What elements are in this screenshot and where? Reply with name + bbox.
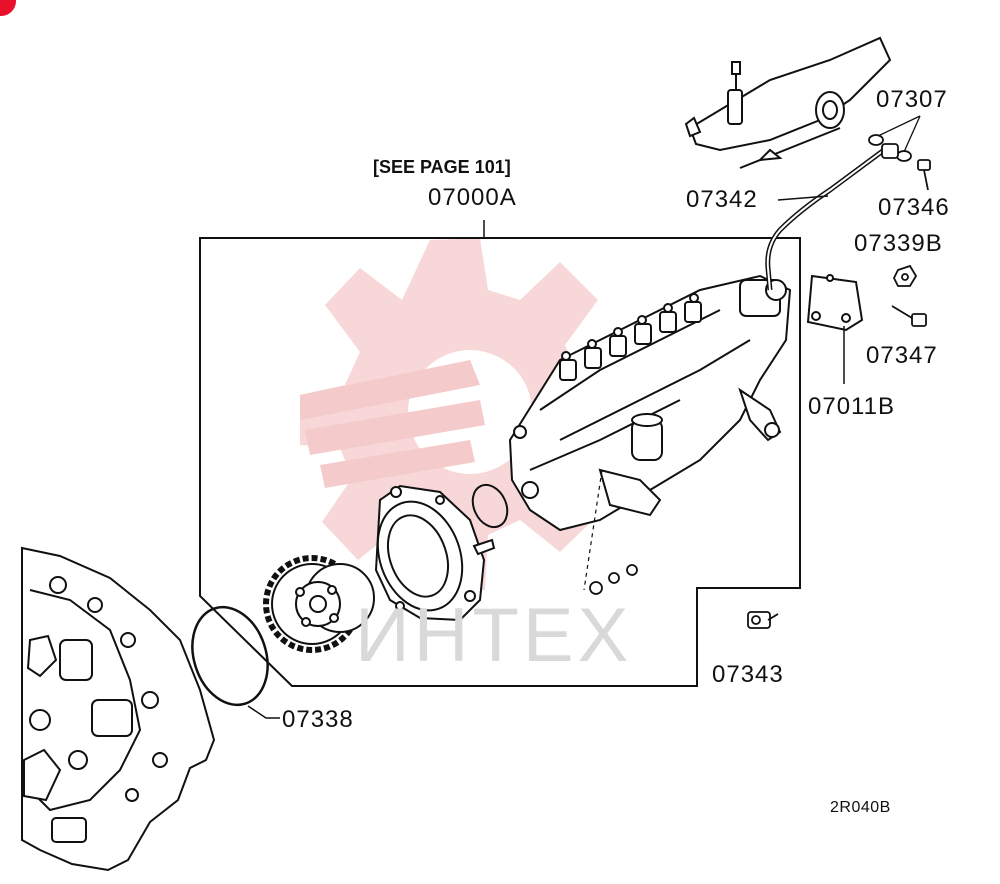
label-07000a: 07000A — [428, 184, 517, 211]
leader-07342 — [777, 195, 829, 201]
label-07011b: 07011B — [808, 393, 895, 420]
injection-pump — [508, 274, 792, 532]
timer-housing — [374, 484, 496, 622]
drive-gear — [263, 555, 375, 653]
eye-bolt-07343 — [747, 611, 779, 629]
label-07307: 07307 — [876, 86, 948, 113]
leader-07338 — [247, 705, 280, 719]
leader-07307-a — [877, 115, 921, 137]
watermark-text: ИНТЕХ — [355, 593, 633, 678]
fuel-pipe — [765, 147, 886, 291]
see-page-note: [SEE PAGE 101] — [373, 157, 511, 177]
label-07347: 07347 — [866, 342, 938, 369]
nut-07339b — [892, 264, 918, 287]
figure-code: 2R040B — [830, 799, 891, 816]
o-ring-small — [471, 483, 509, 529]
head-bracket — [684, 36, 892, 169]
label-07339b: 07339B — [854, 230, 943, 257]
leader-07307-b — [903, 115, 921, 153]
bolt-07347 — [891, 305, 927, 327]
label-07346: 07346 — [878, 194, 950, 221]
bracket-07011b — [806, 274, 864, 332]
small-washers — [589, 564, 638, 595]
o-ring-large — [191, 605, 269, 707]
label-07342: 07342 — [686, 186, 758, 213]
assembly-boundary — [199, 237, 801, 687]
label-07343: 07343 — [712, 661, 784, 688]
engine-block — [21, 546, 216, 872]
label-07338: 07338 — [282, 706, 354, 733]
gaskets-07307 — [868, 134, 912, 162]
bolt-07346 — [917, 159, 931, 191]
